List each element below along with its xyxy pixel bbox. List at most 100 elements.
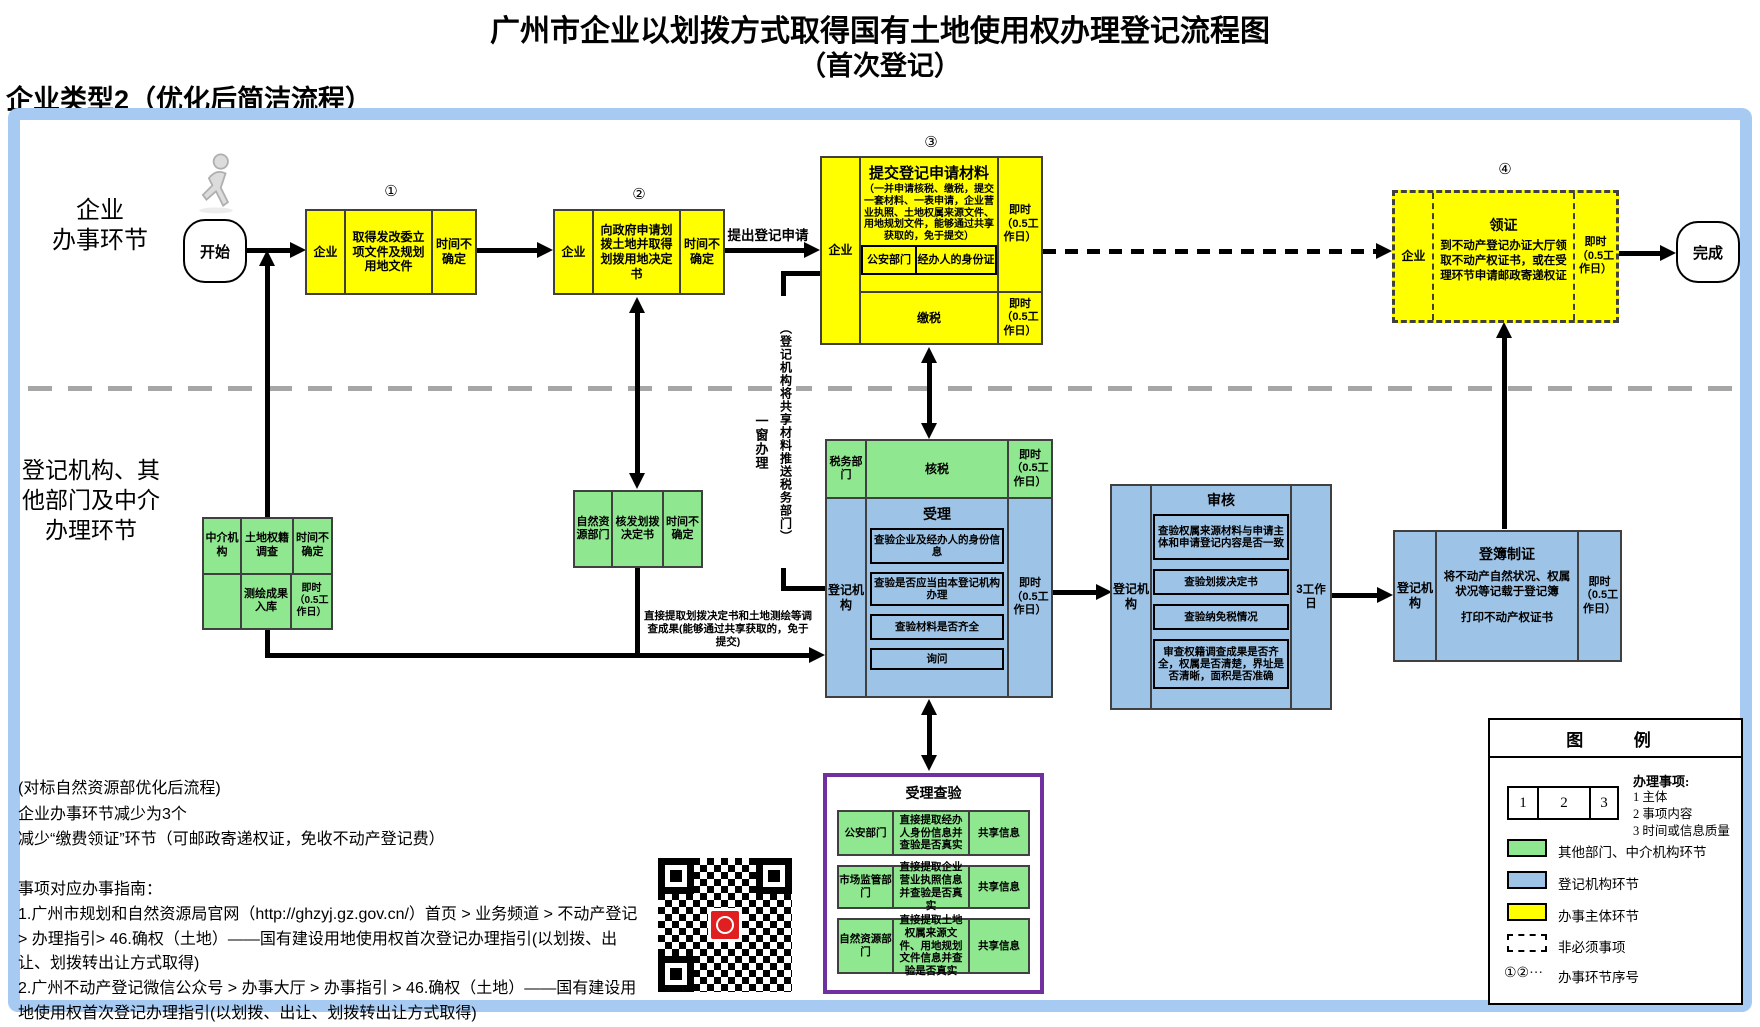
verify-row-nature: 自然资源部门 直接提取土地权属来源文件、用地规划文件信息并查验是否真实 共享信息 — [837, 914, 1030, 977]
arrowhead-accept-review — [1096, 584, 1112, 600]
connector-step1-step2 — [477, 248, 539, 253]
label-apply: 提出登记申请 — [727, 228, 809, 243]
verify-row3-action: 直接提取土地权属来源文件、用地规划文件信息并查验是否真实 — [892, 914, 968, 977]
legend-sample-lines: 1 主体 2 事项内容 3 时间或信息质量 — [1633, 790, 1730, 838]
record-actor: 登记机构 — [1396, 581, 1433, 610]
review-check-2: 查验划拨决定书 — [1153, 569, 1289, 595]
accept-check-3: 查验材料是否齐全 — [870, 614, 1004, 640]
arrowhead-verify-down — [921, 755, 937, 771]
step4-time: 即时（0.5工作日） — [1576, 236, 1615, 276]
legend-sample-title: 办理事项: — [1633, 774, 1690, 789]
qr-center-badge — [708, 908, 742, 942]
verify-row2-action: 直接提取企业营业执照信息并查验是否真实 — [892, 861, 968, 912]
record-box: 登记机构 登簿制证 将不动产自然状况、权属状况等记载于登记簿 打印不动产权证书 … — [1393, 530, 1622, 662]
legend-yellow-swatch — [1507, 903, 1547, 921]
review-time: 3工作日 — [1290, 486, 1330, 708]
accept-box: 税务部门 核税 即时（0.5工作日） 登记机构 受理 查验企业及经办人的身份信息… — [825, 439, 1053, 698]
accept-actor: 登记机构 — [827, 582, 864, 612]
review-actor: 登记机构 — [1112, 582, 1149, 611]
legend-seq-label: 办事环节序号 — [1558, 970, 1639, 985]
step1-action: 取得发改委立项文件及规划用地文件 — [344, 211, 431, 293]
step2-box: 企业 向政府申请划拨土地并取得划拨用地决定书 时间不确定 — [553, 209, 725, 295]
accept-time: 即时（0.5工作日） — [1007, 499, 1051, 696]
arrowhead-step2-step3 — [804, 242, 820, 258]
guide-item-2: 2.广州不动产登记微信公众号 > 办事大厅 > 办事指引 > 46.确权（土地）… — [18, 980, 637, 1022]
lane-label-enterprise: 企业 办事环节 — [52, 198, 148, 254]
verify-title: 受理查验 — [905, 785, 962, 801]
arrowhead-share-accept — [809, 647, 825, 663]
guide-item-1: 1.广州市规划和自然资源局官网（http://ghzyj.gz.gov.cn/）… — [18, 905, 638, 973]
connector-review-record — [1332, 593, 1378, 598]
legend-sample-1: 1 — [1519, 794, 1527, 811]
connector-step2-nature — [635, 310, 640, 476]
step1-number: ① — [384, 183, 398, 200]
step2-action: 向政府申请划拨土地并取得划拨用地决定书 — [592, 211, 679, 293]
verify-row-market: 市场监管部门 直接提取企业营业执照信息并查验是否真实 共享信息 — [837, 861, 1030, 912]
tax-action: 核税 — [865, 441, 1007, 497]
nature-action: 核发划拨决定书 — [611, 492, 662, 566]
verify-row1-action: 直接提取经办人身份信息并查验是否真实 — [892, 812, 968, 854]
arrowhead-record-step4 — [1496, 322, 1512, 338]
connector-step3-tax — [927, 360, 932, 426]
nature-box: 自然资源部门 核发划拨决定书 时间不确定 — [573, 490, 703, 568]
step3-time-submit: 即时（0.5工作日） — [997, 158, 1041, 291]
legend-dashed-label: 非必须事项 — [1558, 940, 1626, 955]
review-check-3: 查验纳免税情况 — [1153, 604, 1289, 630]
arrowhead-review-record — [1377, 587, 1393, 603]
arrowhead-nature-up — [629, 297, 645, 313]
nature-actor: 自然资源部门 — [576, 515, 610, 541]
label-one-window-main: （登记机构将共享材料推送税务部门） — [776, 296, 796, 568]
legend-sample-box: 1 2 3 — [1507, 786, 1619, 820]
arrowhead-tax-down — [921, 423, 937, 439]
review-box: 登记机构 审核 查验权属来源材料与申请主体和申请登记内容是否一致 查验划拨决定书… — [1110, 484, 1332, 710]
step3-box: 企业 提交登记申请材料 （一并申请核税、缴税，提交一套材料、一表申请，企业营业执… — [820, 156, 1043, 345]
agency-row1-action: 土地权籍调查 — [240, 519, 292, 573]
legend-dashed-swatch — [1507, 934, 1547, 952]
record-desc1: 将不动产自然状况、权属状况等记载于登记簿 — [1443, 571, 1571, 598]
qr-finder-bottom-left — [658, 956, 694, 992]
agency-row2-action: 测绘成果入库 — [240, 574, 290, 628]
accept-check-1: 查验企业及经办人的身份信息 — [870, 528, 1004, 564]
verify-row1-tag: 共享信息 — [968, 812, 1028, 854]
qr-code — [658, 858, 792, 992]
connector-agency-vertical — [265, 263, 270, 658]
page-subtitle: （首次登记） — [799, 51, 961, 81]
legend-title: 图 例 — [1490, 720, 1741, 758]
legend-sample-2: 2 — [1537, 788, 1589, 818]
accept-check-2: 查验是否应当由本登记机构办理 — [870, 572, 1004, 606]
legend-blue-swatch — [1507, 871, 1547, 889]
label-one-window-sub: 一窗办理 — [752, 400, 770, 484]
tax-time: 即时（0.5工作日） — [1007, 441, 1051, 497]
start-node: 开始 — [183, 219, 247, 283]
step2-actor: 企业 — [561, 244, 586, 259]
legend-green-label: 其他部门、中介机构环节 — [1558, 845, 1707, 860]
step1-actor: 企业 — [313, 244, 338, 259]
legend-yellow-label: 办事主体环节 — [1558, 909, 1639, 924]
step2-number: ② — [632, 186, 646, 203]
review-title: 审核 — [1207, 492, 1235, 508]
review-check-4: 审查权籍调查成果是否齐全，权属是否清楚，界址是否清晰，面积是否准确 — [1153, 639, 1289, 689]
qr-finder-top-right — [756, 858, 792, 894]
label-share-extract: 直接提取划拨决定书和土地测绘等调查成果(能够通过共享获取的，免于提交) — [644, 610, 812, 649]
note-line-1: (对标自然资源部优化后流程) — [18, 780, 221, 797]
verify-box: 受理查验 公安部门 直接提取经办人身份信息并查验是否真实 共享信息 市场监管部门… — [823, 773, 1044, 994]
arrowhead-accept-up — [921, 699, 937, 715]
runner-icon — [192, 152, 240, 214]
step4-title: 领证 — [1489, 217, 1518, 233]
lane-divider — [28, 386, 1734, 391]
step4-box: 企业 领证 到不动产登记办证大厅领取不动产权证书，或在受理环节申请邮政寄递权证 … — [1392, 190, 1619, 323]
step3-note: （一并申请核税、缴税，提交一套材料、一表申请，企业营业执照、土地权属来源文件、用… — [864, 184, 994, 243]
verify-row2-dept: 市场监管部门 — [839, 867, 892, 907]
step3-title: 提交登记申请材料 — [868, 165, 989, 182]
connector-share-horizontal — [265, 653, 811, 658]
agency-box: 中介机构 土地权籍调查 时间不确定 测绘成果入库 即时（0.5工作日） — [202, 517, 333, 630]
record-time: 即时（0.5工作日） — [1577, 532, 1620, 660]
verify-row2-tag: 共享信息 — [968, 867, 1028, 907]
qr-finder-top-left — [658, 858, 694, 894]
arrowhead-step3-step4 — [1376, 243, 1392, 259]
verify-row-police: 公安部门 直接提取经办人身份信息并查验是否真实 共享信息 — [837, 810, 1030, 856]
tax-actor: 税务部门 — [829, 455, 863, 481]
arrowhead-tax-up — [921, 347, 937, 363]
connector-step4-end — [1619, 251, 1661, 256]
